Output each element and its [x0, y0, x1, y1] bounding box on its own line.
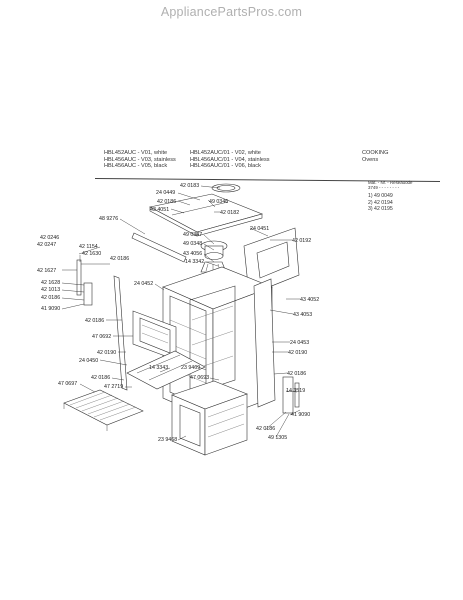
- part-label: 42 0186: [41, 295, 60, 301]
- part-label: 47 0693: [190, 375, 209, 381]
- part-label: 42 0186: [85, 318, 104, 324]
- part-label: 24 0449: [156, 190, 175, 196]
- part-label: 24 0452: [134, 281, 153, 287]
- heating-coil-top: [211, 183, 241, 193]
- part-label: 48 9276: [99, 216, 118, 222]
- rear-panel: [243, 227, 300, 296]
- part-label: 41 9090: [291, 412, 310, 418]
- part-label: 42 0183: [180, 183, 199, 189]
- kit-row: 3) 42 0195: [368, 206, 393, 213]
- model-line: HBL456AUC/01 - V06, black: [190, 163, 261, 170]
- part-label: 42 1628: [41, 280, 60, 286]
- part-label: 42 0186: [157, 199, 176, 205]
- part-label: 47 0692: [92, 334, 111, 340]
- part-label: 49 1305: [268, 435, 287, 441]
- part-labels: 42 0183 24 0449 42 0186 43 4051 49 0346 …: [37, 183, 319, 443]
- part-label: 42 0247: [37, 242, 56, 248]
- category-block: COOKING Ovens: [362, 150, 388, 163]
- part-label: 42 0182: [220, 210, 239, 216]
- door-hinge-right: [282, 376, 300, 414]
- door-hinge-left: [76, 255, 93, 306]
- part-label: 23 9468: [158, 437, 177, 443]
- part-label: 43 4053: [293, 312, 312, 318]
- leader-lines: [61, 185, 301, 441]
- model-line: HBL456AUC/01 - V04, stainless: [190, 156, 270, 163]
- model-line: HBL456AUC - V03, stainless: [104, 156, 176, 163]
- door-seal-left: [113, 275, 128, 391]
- lower-oven-cavity: [171, 380, 248, 456]
- model-list-col2: HBL452AUC/01 - V02, white HBL456AUC/01 -…: [190, 150, 270, 170]
- right-side-panel: [253, 278, 276, 408]
- kit-row: 1) 49 0049: [368, 193, 393, 199]
- watermark: AppliancePartsPros.com: [160, 5, 303, 19]
- part-label: 14 3519: [286, 388, 305, 394]
- part-label: 42 0190: [288, 350, 307, 356]
- trim-strip: [131, 232, 187, 263]
- part-label: 42 0186: [91, 375, 110, 381]
- part-label: 49 0346: [209, 199, 228, 205]
- part-label: 41 9090: [41, 306, 60, 312]
- kit-row: 2) 42 0194: [368, 199, 393, 206]
- part-label: 43 4052: [300, 297, 319, 303]
- part-label: 43 4051: [150, 207, 169, 213]
- part-label: 24 0453: [290, 340, 309, 346]
- top-cover-panel: [149, 193, 263, 237]
- part-label: 42 0190: [97, 350, 116, 356]
- part-label: 14 3343: [149, 365, 168, 371]
- part-label: 42 1627: [37, 268, 56, 274]
- part-label: 42 0186: [287, 371, 306, 377]
- part-label: 42 0186: [256, 426, 275, 432]
- kit-table-rows: 1) 49 0049 2) 42 0194 3) 42 0195: [368, 193, 393, 213]
- model-list-col1: HBL452AUC - V01, white HBL456AUC - V03, …: [104, 150, 176, 170]
- part-label: 42 1154: [79, 244, 98, 250]
- model-line: HBL456AUC - V05, black: [104, 163, 168, 170]
- model-line: HBL452AUC/01 - V02, white: [190, 150, 261, 156]
- category-subtitle: Ovens: [362, 156, 379, 163]
- part-label: 24 0451: [250, 226, 269, 232]
- part-label: 42 1013: [41, 287, 60, 293]
- kit-table: Mat. - Nr. - Reseauode 3749 - - - - - - …: [368, 180, 412, 190]
- part-label: 43 4056: [183, 251, 202, 257]
- part-label: 24 0450: [79, 358, 98, 364]
- kit-table-subheader: 3749 - - - - - - - -: [368, 185, 400, 190]
- model-line: HBL452AUC - V01, white: [104, 150, 168, 156]
- part-label: 47 0697: [58, 381, 77, 387]
- oven-rack: [63, 389, 144, 431]
- category-title: COOKING: [362, 150, 389, 156]
- part-label: 42 1630: [82, 251, 101, 257]
- part-label: 14 3342: [185, 259, 204, 265]
- kit-table-header: Mat. - Nr. - Reseauode: [368, 180, 413, 185]
- part-label: 42 0192: [292, 238, 311, 244]
- part-label: 49 0347: [183, 232, 202, 238]
- part-label: 42 0186: [110, 256, 129, 262]
- part-label: 49 0348: [183, 241, 202, 247]
- part-label: 42 0246: [40, 235, 59, 241]
- part-label: 23 9469: [181, 365, 200, 371]
- part-label: 47 2719: [104, 384, 123, 390]
- bottom-element: [126, 350, 206, 390]
